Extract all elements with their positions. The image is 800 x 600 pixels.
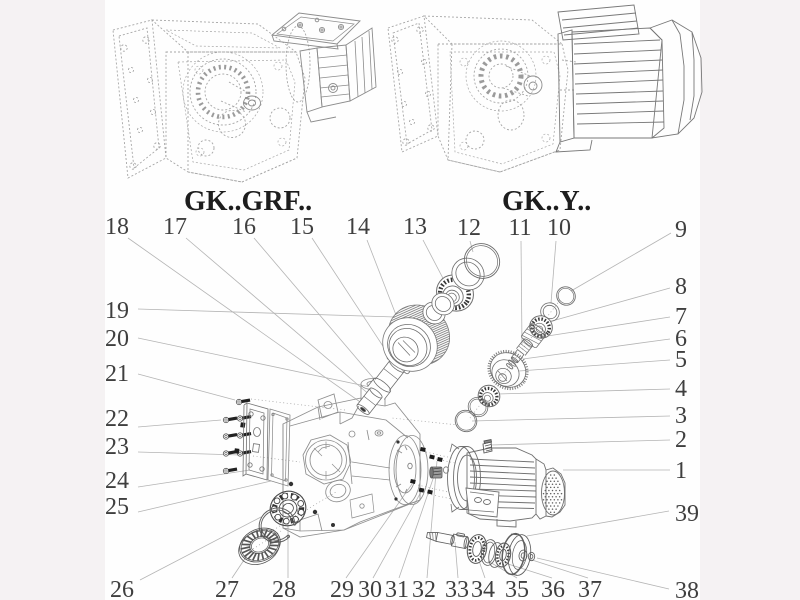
svg-text:10: 10 xyxy=(547,215,571,241)
svg-text:35: 35 xyxy=(505,577,529,600)
svg-text:36: 36 xyxy=(541,577,565,600)
svg-text:7: 7 xyxy=(675,304,687,330)
svg-text:37: 37 xyxy=(578,577,602,600)
svg-text:GK..GRF..: GK..GRF.. xyxy=(184,186,312,217)
svg-text:33: 33 xyxy=(445,577,469,600)
svg-text:21: 21 xyxy=(105,361,129,387)
svg-text:26: 26 xyxy=(110,577,134,600)
svg-text:16: 16 xyxy=(232,214,256,240)
svg-text:30: 30 xyxy=(358,577,382,600)
svg-text:39: 39 xyxy=(675,501,699,527)
svg-text:25: 25 xyxy=(105,494,129,520)
svg-text:17: 17 xyxy=(163,214,187,240)
svg-text:31: 31 xyxy=(385,577,409,600)
svg-text:8: 8 xyxy=(675,274,687,300)
svg-text:13: 13 xyxy=(403,214,427,240)
svg-text:24: 24 xyxy=(105,468,129,494)
svg-text:14: 14 xyxy=(346,214,370,240)
svg-text:5: 5 xyxy=(675,347,687,373)
svg-text:4: 4 xyxy=(675,376,687,402)
svg-text:GK..Y..: GK..Y.. xyxy=(502,186,591,217)
svg-text:29: 29 xyxy=(330,577,354,600)
svg-text:32: 32 xyxy=(412,577,436,600)
svg-text:28: 28 xyxy=(272,577,296,600)
svg-text:9: 9 xyxy=(675,217,687,243)
svg-text:3: 3 xyxy=(675,403,687,429)
svg-text:1: 1 xyxy=(675,458,687,484)
svg-text:6: 6 xyxy=(675,326,687,352)
svg-text:11: 11 xyxy=(508,215,531,241)
svg-text:15: 15 xyxy=(290,214,314,240)
svg-text:22: 22 xyxy=(105,406,129,432)
svg-text:2: 2 xyxy=(675,427,687,453)
svg-text:27: 27 xyxy=(215,577,239,600)
svg-text:23: 23 xyxy=(105,434,129,460)
svg-text:38: 38 xyxy=(675,578,699,600)
svg-text:19: 19 xyxy=(105,298,129,324)
svg-text:12: 12 xyxy=(457,215,481,241)
svg-text:20: 20 xyxy=(105,326,129,352)
svg-text:34: 34 xyxy=(471,577,495,600)
svg-text:18: 18 xyxy=(105,214,129,240)
